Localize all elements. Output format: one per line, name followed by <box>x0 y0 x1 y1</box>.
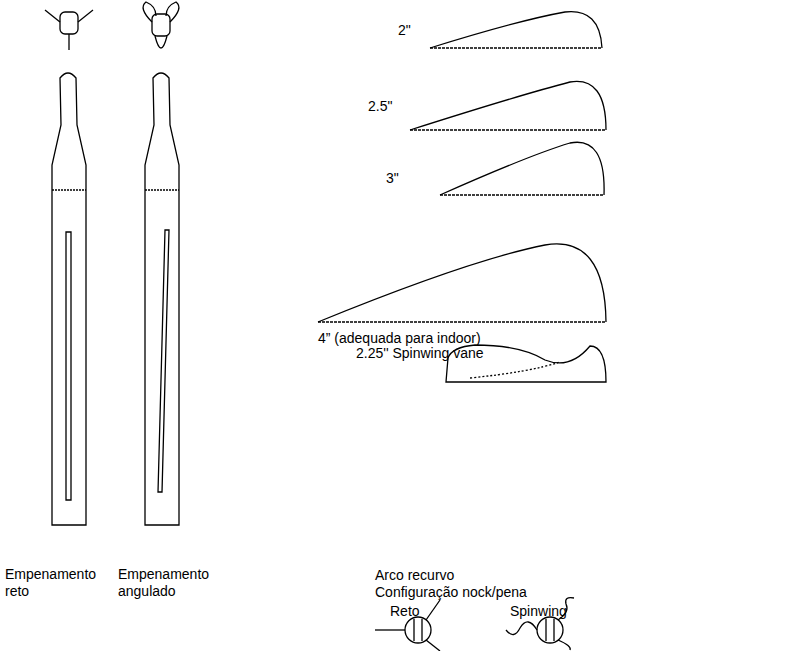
text-label: 3" <box>386 170 399 187</box>
text-label: 2.25'' Spinwing vane <box>356 345 484 362</box>
text-label: Spinwing <box>510 603 567 620</box>
text-label: Arco recurvo <box>375 567 454 584</box>
text-label: 2" <box>398 22 411 39</box>
text-label: Empenamento reto <box>5 566 100 600</box>
text-label: 2.5" <box>368 98 392 115</box>
text-label: Configuração nock/pena <box>375 584 527 601</box>
text-label: Reto <box>390 603 420 620</box>
text-label: 4” (adequada para indoor) <box>318 330 481 347</box>
text-label: Empenamento angulado <box>118 566 218 600</box>
